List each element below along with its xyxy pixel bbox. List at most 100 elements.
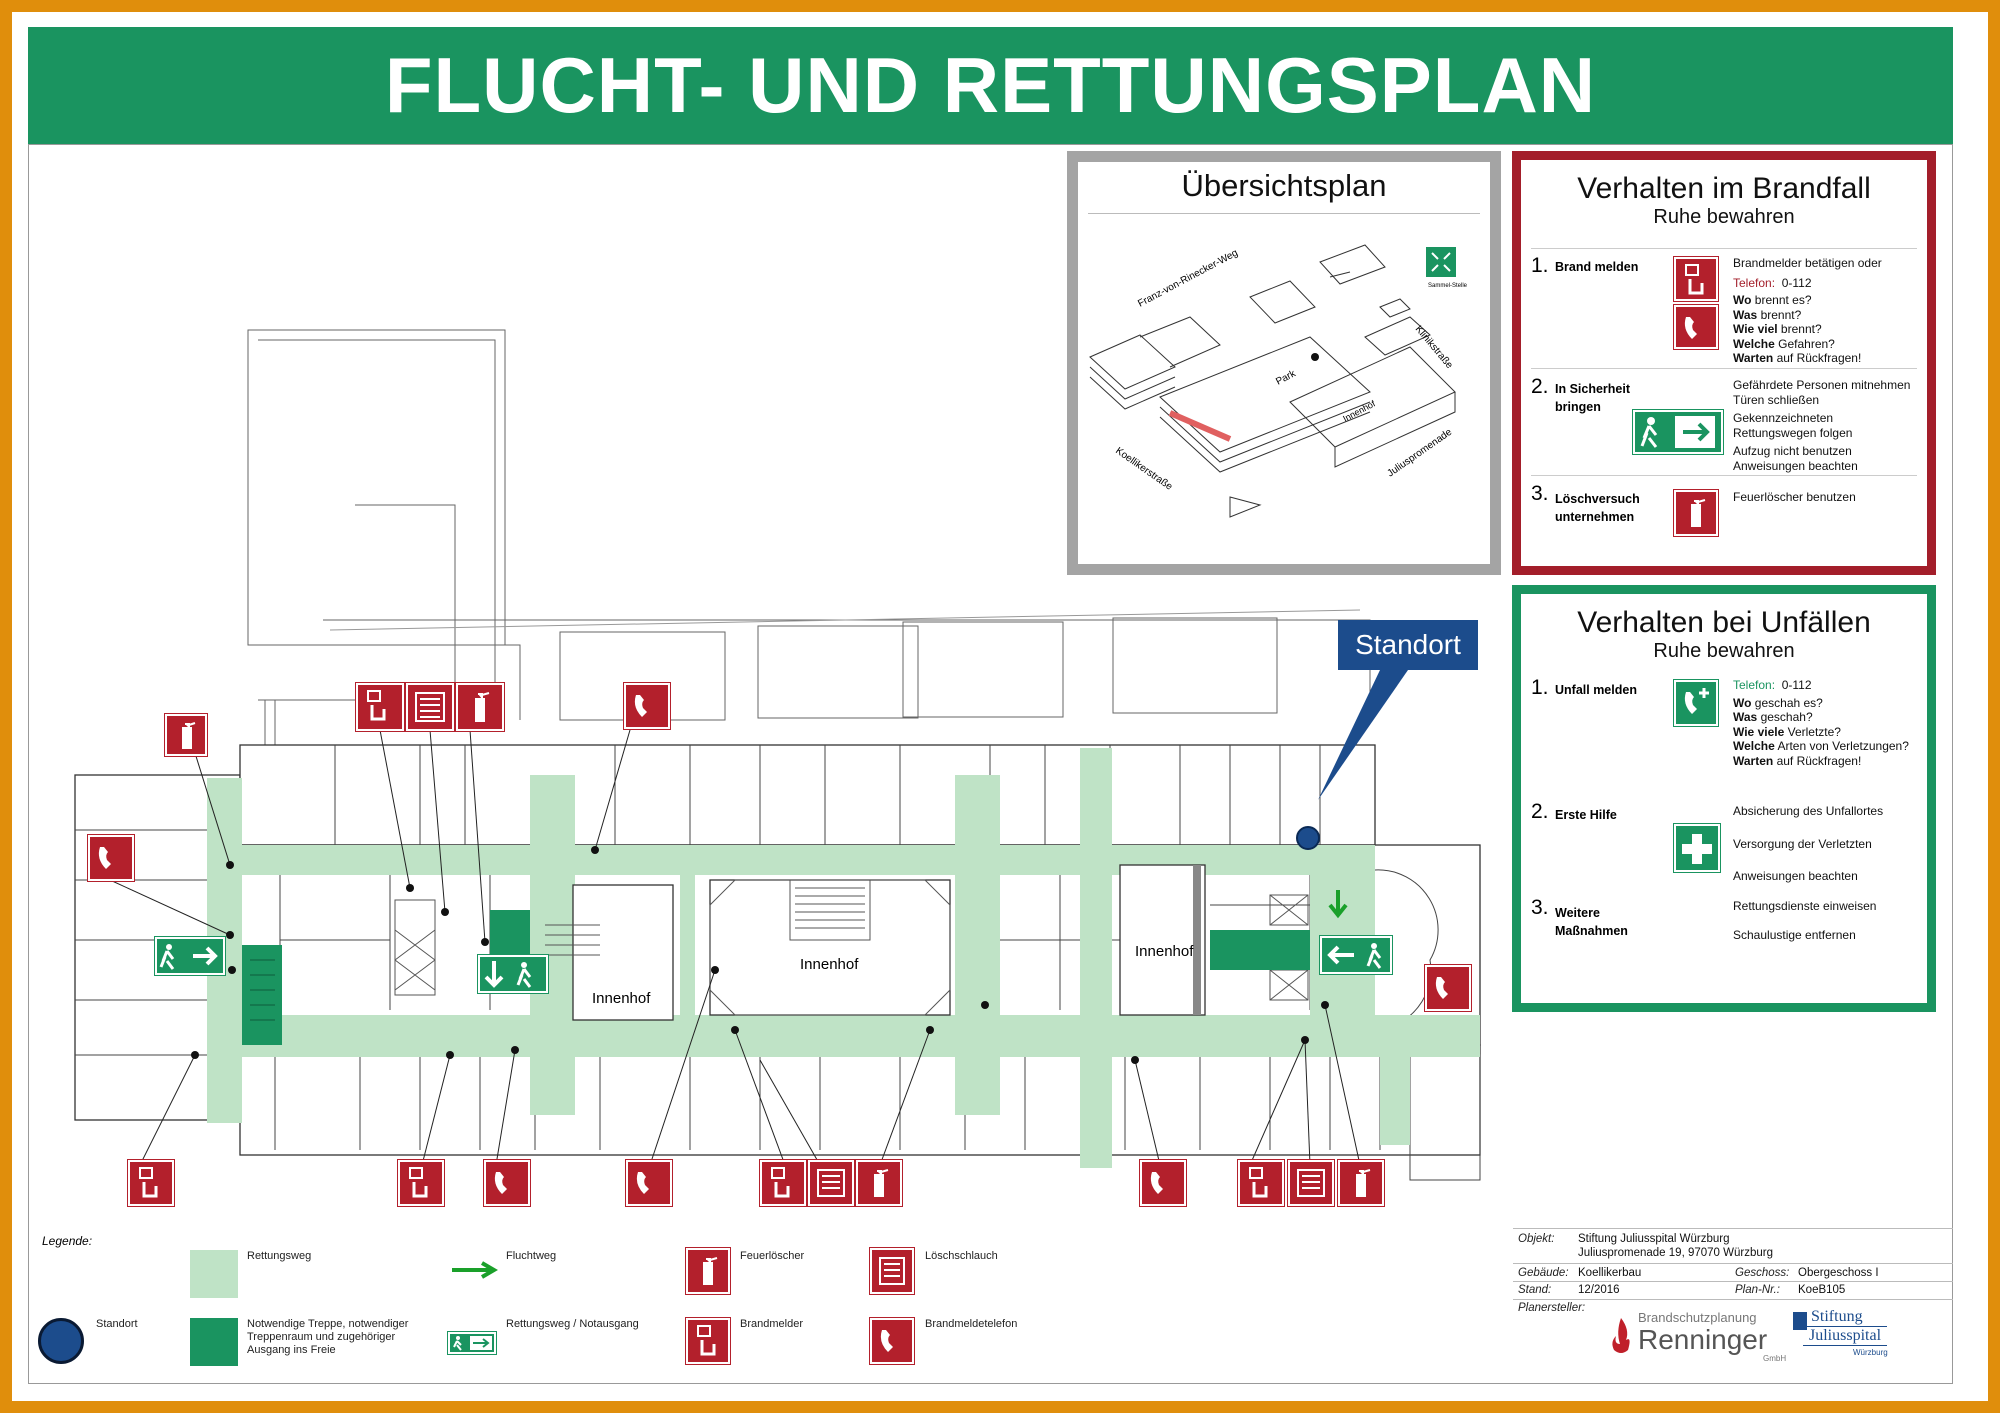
fire-alarm-telephone-icon xyxy=(483,1159,531,1207)
info-label: Stand: xyxy=(1518,1284,1552,1296)
street-label: Koellikerstraße xyxy=(1113,445,1174,493)
fire-alarm-button-icon xyxy=(355,682,405,732)
fire-extinguisher-icon xyxy=(685,1247,731,1295)
step-text: Absicherung des Unfallortes Versorgung d… xyxy=(1733,804,1884,883)
fire-alarm-button-icon xyxy=(1237,1159,1285,1207)
divider xyxy=(1531,475,1917,476)
accident-subtitle: Ruhe bewahren xyxy=(1653,640,1795,662)
assembly-point-label: Sammel-Stelle xyxy=(1428,283,1468,289)
legend-label: Löschschlauch xyxy=(925,1250,998,1262)
info-label: Gebäude: xyxy=(1518,1267,1569,1279)
emergency-exit-left-icon xyxy=(1319,935,1393,975)
info-value: Obergeschoss I xyxy=(1798,1267,1879,1279)
fire-hose-icon xyxy=(405,682,455,732)
emergency-exit-down-icon xyxy=(477,954,549,994)
legend-label: Brandmeldetelefon xyxy=(925,1318,1018,1330)
page-title: FLUCHT- UND RETTUNGSPLAN xyxy=(28,27,1953,144)
fire-extinguisher-icon xyxy=(455,682,505,732)
legend-label: Rettungsweg / Notausgang xyxy=(506,1318,639,1330)
street-label: Franz-von-Rinecker-Weg xyxy=(1136,248,1240,310)
divider xyxy=(1513,1263,1953,1264)
fire-alarm-telephone-icon xyxy=(623,682,671,730)
divider xyxy=(1088,213,1480,214)
step-label: Erste Hilfe xyxy=(1555,808,1617,822)
divider xyxy=(1513,1228,1953,1229)
info-value: Stiftung Juliusspital Würzburg xyxy=(1578,1233,1730,1245)
standort-marker-icon xyxy=(38,1318,84,1364)
step-text: Brandmelder betätigen oder Telefon: 0-11… xyxy=(1733,256,1882,365)
step-number: 2. xyxy=(1531,800,1549,823)
emergency-exit-right-icon xyxy=(1632,409,1724,455)
fluchtweg-arrow-icon xyxy=(452,1261,498,1279)
object-info: Objekt: Stiftung Juliusspital Würzburg J… xyxy=(1513,1228,1953,1373)
legend-label: Feuerlöscher xyxy=(740,1250,805,1262)
fire-instructions: Verhalten im Brandfall Ruhe bewahren 1. … xyxy=(1512,151,1936,575)
info-label: Planersteller: xyxy=(1518,1302,1586,1314)
info-value: KoeB105 xyxy=(1798,1284,1846,1296)
flame-icon xyxy=(1612,1318,1630,1353)
innenhof-label-1: Innenhof xyxy=(592,990,651,1007)
fire-alarm-telephone-icon xyxy=(1673,304,1719,350)
park-label: Park xyxy=(1274,368,1298,388)
street-label: Klinikstraße xyxy=(1413,324,1455,371)
accident-instructions: Verhalten bei Unfällen Ruhe bewahren 1. … xyxy=(1512,585,1936,1012)
info-label: Plan-Nr.: xyxy=(1735,1284,1780,1296)
plan-frame xyxy=(28,144,1953,1384)
innenhof-label: Innenhof xyxy=(1341,398,1377,424)
street-label: Juliuspromenade xyxy=(1385,427,1454,480)
emergency-exit-right-icon xyxy=(154,936,226,976)
innenhof-label-2: Innenhof xyxy=(800,956,859,973)
fire-alarm-telephone-icon xyxy=(87,834,135,882)
fire-subtitle: Ruhe bewahren xyxy=(1653,206,1795,228)
info-value: Juliuspromenade 19, 97070 Würzburg xyxy=(1578,1247,1773,1259)
overview-drawing: Franz-von-Rinecker-Weg Klinikstraße Koel… xyxy=(1089,244,1468,518)
legend-label: Standort xyxy=(96,1318,138,1330)
fire-alarm-button-icon xyxy=(127,1159,175,1207)
fire-alarm-telephone-icon xyxy=(1424,964,1472,1012)
renninger-logo: Brandschutzplanung Renninger GmbH xyxy=(1608,1308,1788,1368)
fire-alarm-button-icon xyxy=(397,1159,445,1207)
step-number: 1. xyxy=(1531,254,1549,277)
divider xyxy=(1531,368,1917,369)
fire-extinguisher-icon xyxy=(164,713,208,757)
step-text: Gefährdete Personen mitnehmen Türen schl… xyxy=(1733,378,1911,473)
overview-title: Übersichtsplan xyxy=(1181,168,1387,203)
step-number: 3. xyxy=(1531,896,1549,919)
rettungsweg-swatch xyxy=(190,1250,238,1298)
accident-title: Verhalten bei Unfällen xyxy=(1577,606,1871,639)
step-number: 1. xyxy=(1531,676,1549,699)
first-aid-telephone-icon xyxy=(1673,679,1719,727)
info-label: Objekt: xyxy=(1518,1233,1555,1245)
info-label: Geschoss: xyxy=(1735,1267,1790,1279)
legend-label: Notwendige Treppe, notwendiger Treppenra… xyxy=(247,1318,409,1356)
fire-alarm-telephone-icon xyxy=(869,1317,915,1365)
fire-extinguisher-icon xyxy=(1673,489,1719,537)
first-aid-icon xyxy=(1673,823,1721,873)
fire-alarm-telephone-icon xyxy=(625,1159,673,1207)
overview-plan: Übersichtsplan Franz-von-Rinecker-Weg Kl… xyxy=(1067,151,1501,575)
innenhof-label-3: Innenhof xyxy=(1135,943,1194,960)
legend-heading: Legende: xyxy=(42,1234,93,1248)
divider xyxy=(1513,1281,1953,1282)
fire-extinguisher-icon xyxy=(1337,1159,1385,1207)
juliusspital-logo: Stiftung Juliusspital Würzburg xyxy=(1793,1308,1923,1363)
step-label: Brand melden xyxy=(1555,260,1639,274)
step-text: Telefon: 0-112 Wo geschah es? Was gescha… xyxy=(1733,678,1909,768)
legend-label: Fluchtweg xyxy=(506,1250,557,1262)
step-label: Unfall melden xyxy=(1555,683,1637,697)
info-value: Koellikerbau xyxy=(1578,1267,1642,1279)
fire-title: Verhalten im Brandfall xyxy=(1577,172,1871,205)
legend: Legende: Rettungsweg Fluchtweg Feuerlösc… xyxy=(28,1228,1513,1373)
fire-alarm-button-icon xyxy=(1673,256,1719,302)
fire-hose-icon xyxy=(869,1247,915,1295)
divider xyxy=(1513,1299,1953,1300)
step-text: Feuerlöscher benutzen xyxy=(1733,490,1856,504)
step-number: 3. xyxy=(1531,482,1549,505)
legend-label: Brandmelder xyxy=(740,1318,803,1330)
standort-callout: Standort xyxy=(1338,620,1478,670)
step-number: 2. xyxy=(1531,375,1549,398)
emergency-exit-right-icon xyxy=(447,1331,497,1355)
